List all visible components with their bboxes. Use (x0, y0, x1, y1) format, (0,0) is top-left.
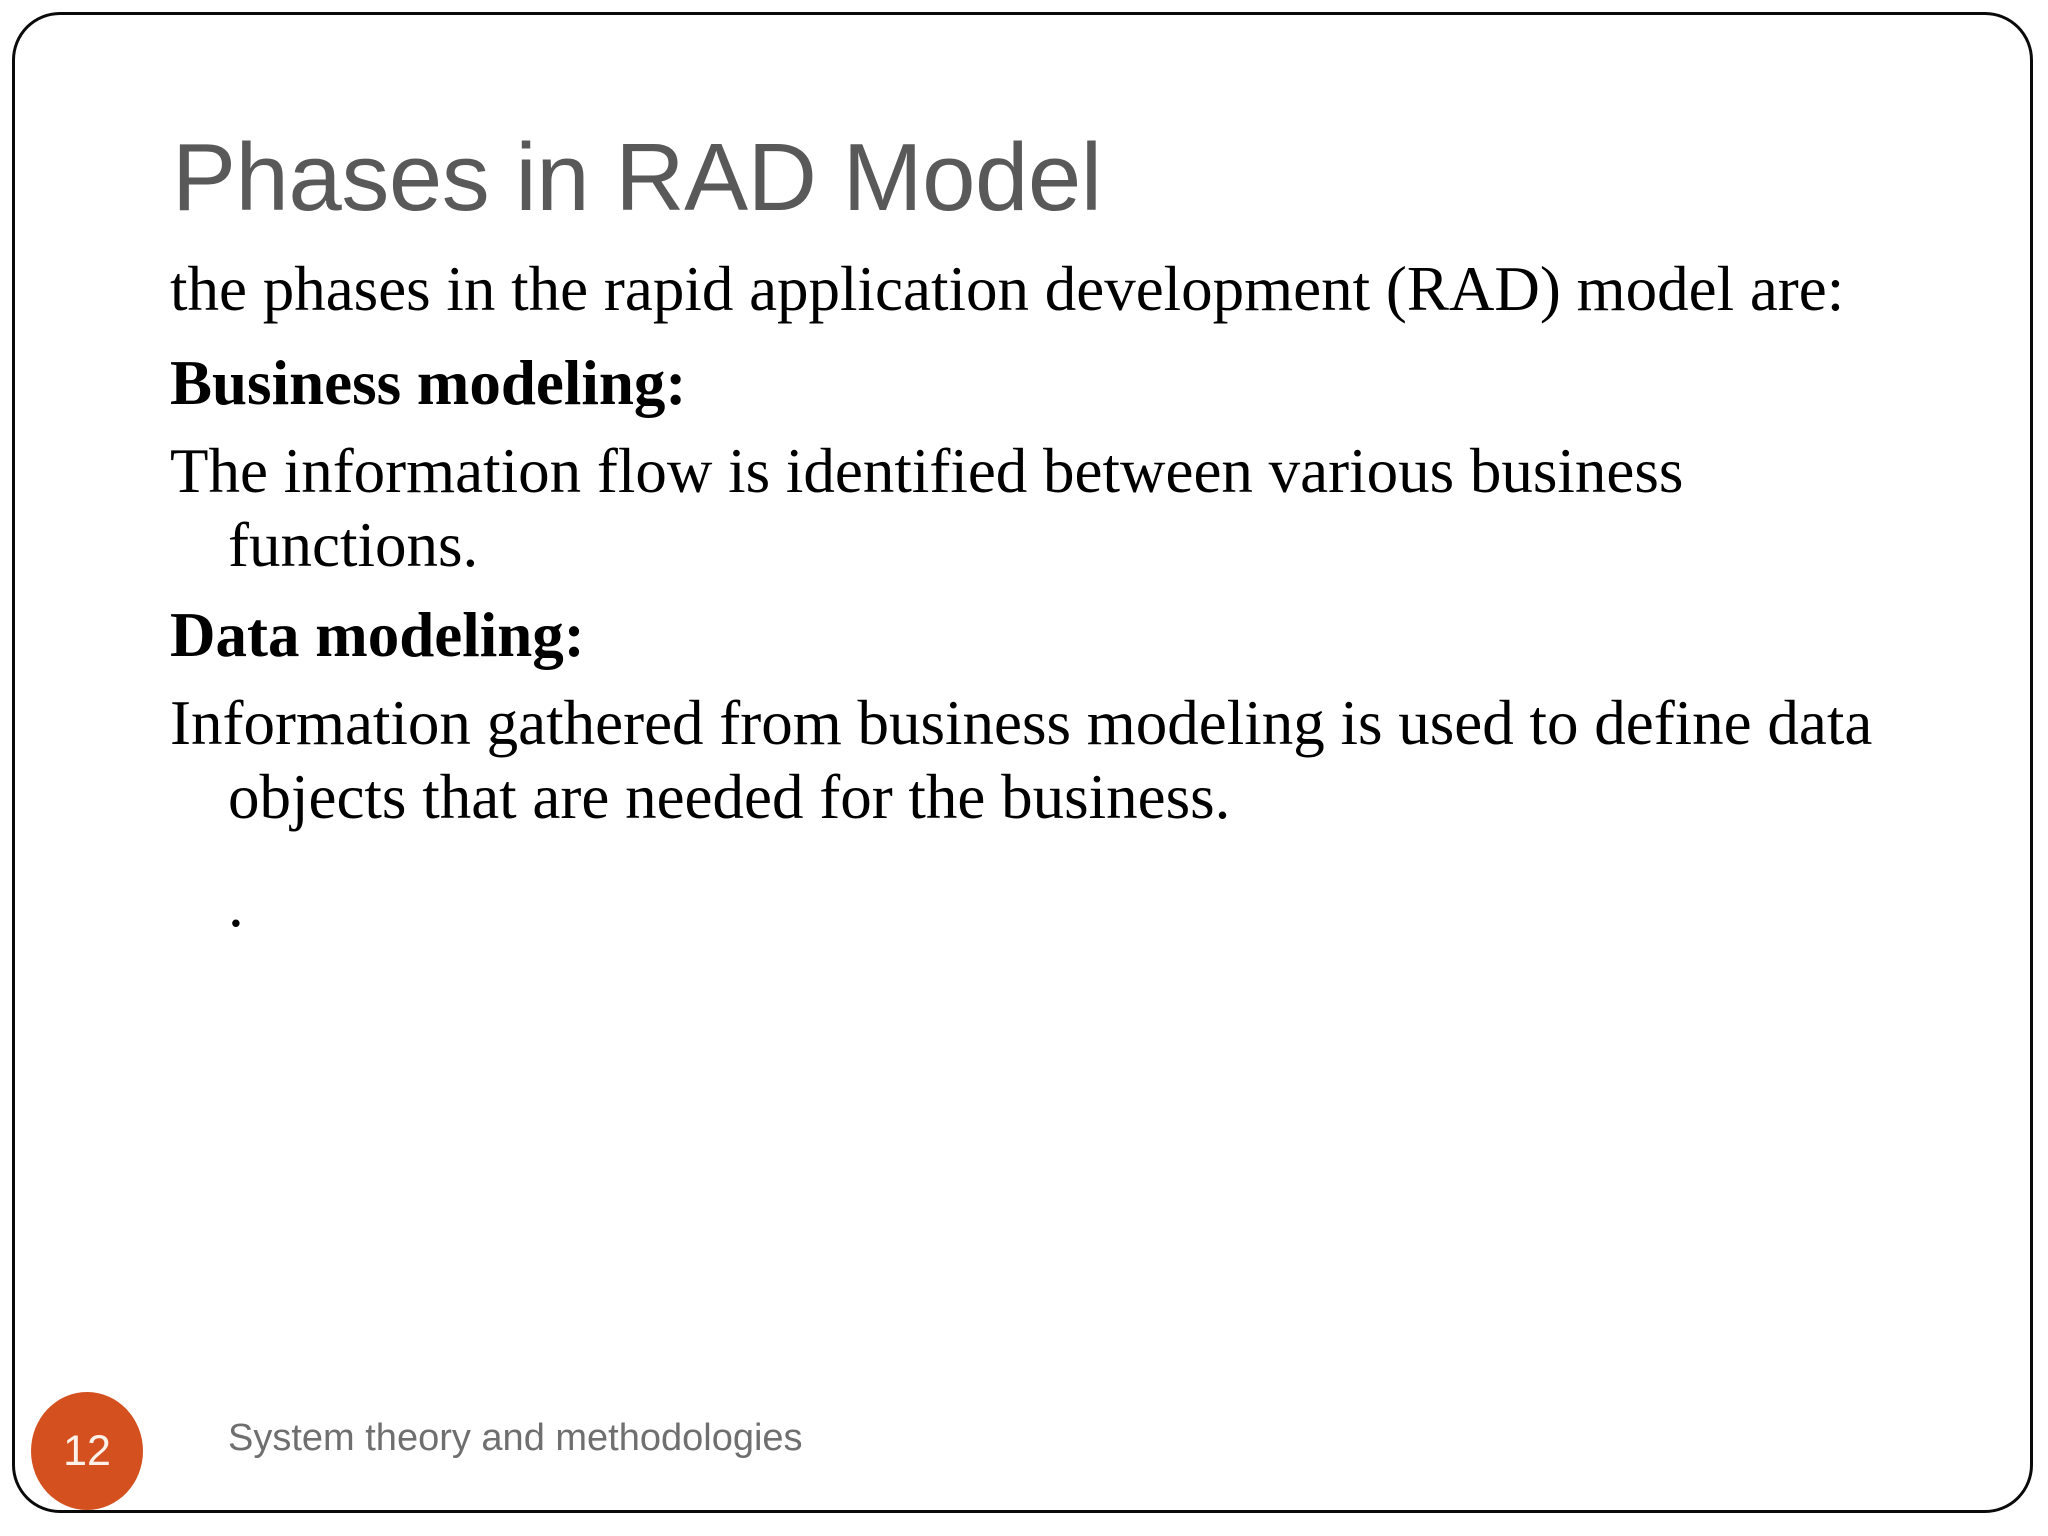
body-paragraph-data-modeling: Information gathered from business model… (170, 688, 1873, 833)
footer-subtitle: System theory and methodologies (228, 1417, 803, 1459)
body-paragraph-trailing-period: . (228, 870, 244, 941)
page-title: Phases in RAD Model (172, 124, 1102, 231)
body-paragraph-intro: the phases in the rapid application deve… (170, 254, 1845, 324)
page-number-label: 12 (63, 1426, 111, 1475)
body-paragraph-business-modeling: The information flow is identified betwe… (170, 436, 1684, 581)
page-number-badge: 12 (31, 1392, 143, 1510)
body-heading-business-modeling: Business modeling: (170, 348, 687, 419)
body-heading-data-modeling: Data modeling: (170, 600, 585, 671)
slide-body-content: the phases in the rapid application deve… (170, 252, 1940, 958)
